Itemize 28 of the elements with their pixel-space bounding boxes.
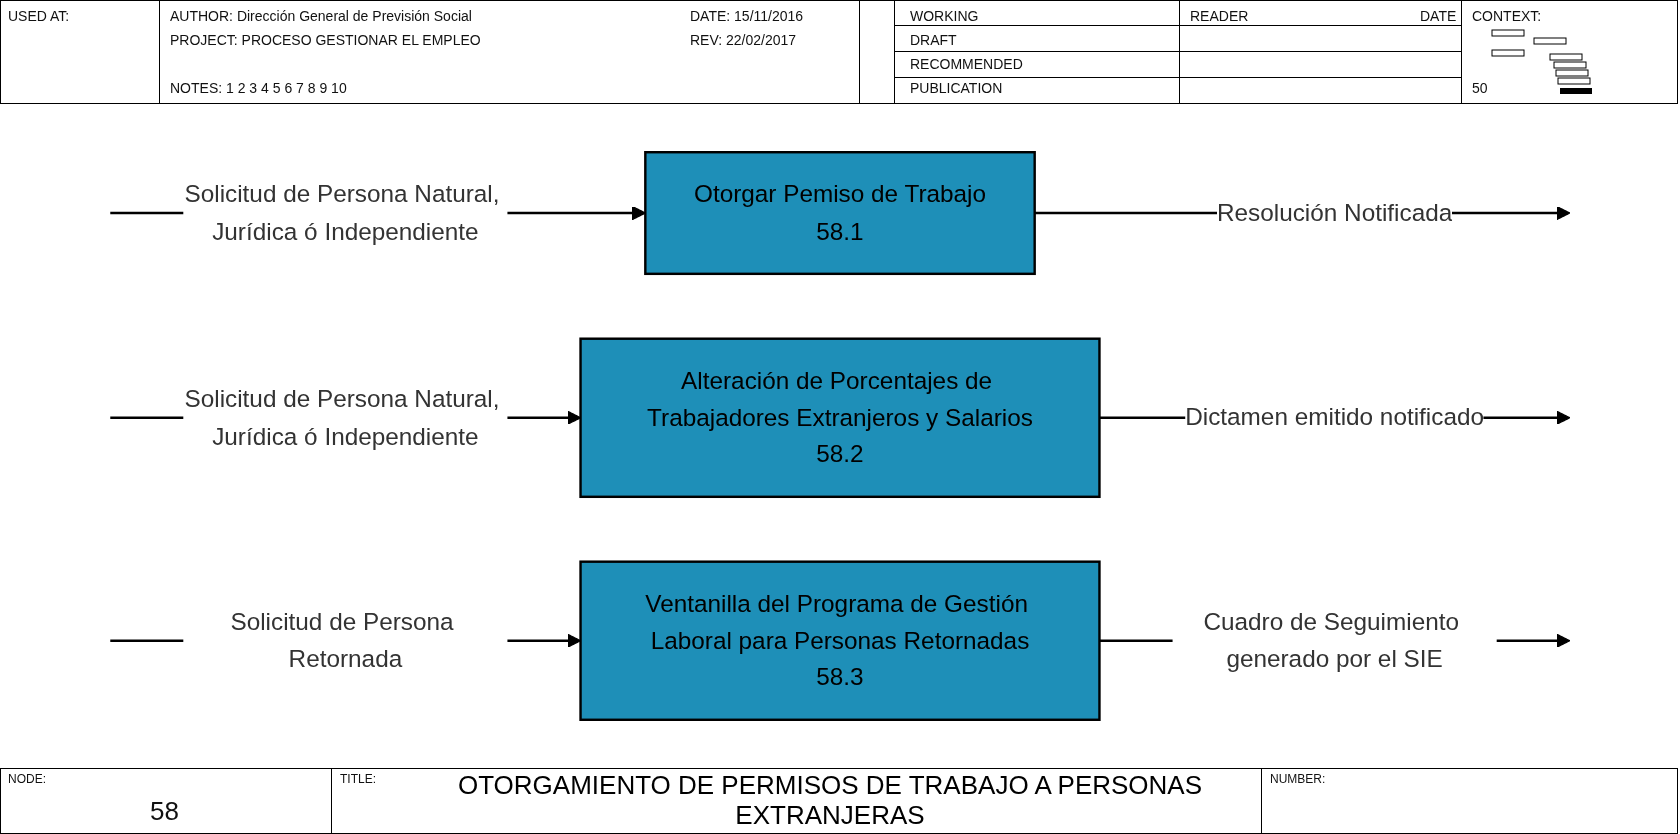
header-field-label: AUTHOR: Dirección General de Previsión Social (170, 8, 472, 24)
header-field-label: WORKING (910, 8, 979, 24)
header-field-label: DATE (1420, 8, 1457, 24)
edge-label: Dictamen emitido notificado (1185, 402, 1484, 431)
header-field-label: REV: 22/02/2017 (690, 32, 797, 48)
header-field-label: PUBLICATION (910, 80, 1003, 96)
header-field-label: 50 (1472, 80, 1488, 96)
edge-label: Solicitud de Persona Natural, Jurídica ó Independiente (184, 384, 500, 449)
edge-label: Solicitud de Persona Natural, Jurídica ó Independiente (184, 179, 500, 244)
node-number: 58 (150, 796, 179, 827)
header-field-label: CONTEXT: (1472, 8, 1542, 24)
header-field-label: USED AT: (8, 8, 70, 24)
header-field-label: PROJECT: PROCESO GESTIONAR EL EMPLEO (170, 32, 481, 48)
node-box: Otorgar Pemiso de Trabajo 58.1 (644, 151, 1036, 276)
header-field-label: NUMBER: (1270, 772, 1326, 786)
diagram-title: OTORGAMIENTO DE PERMISOS DE TRABAJO A PERSONAS EXTRANJERAS (456, 770, 1204, 830)
header-field-label: DATE: 15/11/2016 (690, 8, 804, 24)
header-field-label: DRAFT (910, 32, 957, 48)
edge-label: Solicitud de Persona Retornada (230, 607, 454, 672)
header-field-label: RECOMMENDED (910, 56, 1023, 72)
node-box: Ventanilla del Programa de Gestión Laboral para Personas Retornadas 58.3 (579, 560, 1101, 721)
header-field-label: TITLE: (340, 772, 376, 786)
node-box: Alteración de Porcentajes de Trabajadores Extranjeros y Salarios 58.2 (579, 337, 1101, 499)
edge-label: Cuadro de Seguimiento generado por el SIE (1203, 607, 1459, 672)
edge-label: Resolución Notificada (1216, 198, 1453, 226)
header-field-label: NOTES: 1 2 3 4 5 6 7 8 9 10 (170, 80, 347, 96)
header-field-label: READER (1190, 8, 1249, 24)
header-field-label: NODE: (8, 772, 46, 786)
